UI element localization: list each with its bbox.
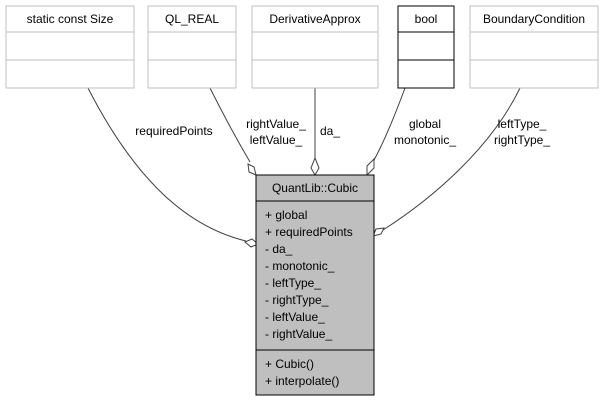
attribute-required-points: + requiredPoints xyxy=(265,225,353,239)
operation-cubic: + Cubic() xyxy=(265,357,314,371)
edge-label-da: da_ xyxy=(320,124,340,138)
attribute-left-type: - leftType_ xyxy=(265,276,321,290)
class-box-real: QL_REAL xyxy=(147,5,237,89)
attribute-da: - da_ xyxy=(265,242,293,256)
edge-label-right-value: rightValue_ xyxy=(246,117,306,131)
edge-label-monotonic: monotonic_ xyxy=(394,133,456,147)
edge-boundary-diamond xyxy=(372,227,385,237)
class-name-bool: bool xyxy=(415,12,438,26)
edge-derivative-diamond xyxy=(310,156,320,177)
class-box-size: static const Size xyxy=(5,5,135,89)
edge-label-left-value: leftValue_ xyxy=(250,133,303,147)
class-box-derivative: DerivativeApprox xyxy=(251,5,379,89)
edge-label-right-type: rightType_ xyxy=(494,133,550,147)
edge-label-global: global xyxy=(409,117,441,131)
edge-label-left-type: leftType_ xyxy=(498,117,547,131)
attribute-monotonic: - monotonic_ xyxy=(265,259,335,273)
edge-real-to-cubic xyxy=(209,87,251,163)
edge-real-diamond xyxy=(247,163,257,176)
class-name-real: QL_REAL xyxy=(165,12,219,26)
edge-boundary-to-cubic xyxy=(382,87,521,231)
edge-size-diamond xyxy=(244,238,259,248)
edge-labels: requiredPoints rightValue_ leftValue_ da… xyxy=(135,117,550,147)
class-name-boundary: BoundaryCondition xyxy=(483,12,585,26)
class-box-boundary: BoundaryCondition xyxy=(469,5,599,89)
class-name-size: static const Size xyxy=(27,12,114,26)
attribute-right-type: - rightType_ xyxy=(265,293,329,307)
edge-size-to-cubic xyxy=(87,87,247,242)
operation-interpolate: + interpolate() xyxy=(265,374,339,388)
edge-bool-diamond xyxy=(366,157,375,177)
edges xyxy=(87,87,521,248)
attribute-global: + global xyxy=(265,208,307,222)
class-box-cubic: QuantLib::Cubic + global + requiredPoint… xyxy=(255,174,375,396)
attribute-left-value: - leftValue_ xyxy=(265,310,325,324)
edge-label-required-points: requiredPoints xyxy=(135,124,212,138)
class-name-cubic: QuantLib::Cubic xyxy=(272,181,358,195)
class-box-bool: bool xyxy=(397,5,455,89)
class-name-derivative: DerivativeApprox xyxy=(269,12,360,26)
edge-bool-to-cubic xyxy=(373,87,406,161)
attribute-right-value: - rightValue_ xyxy=(265,327,332,341)
